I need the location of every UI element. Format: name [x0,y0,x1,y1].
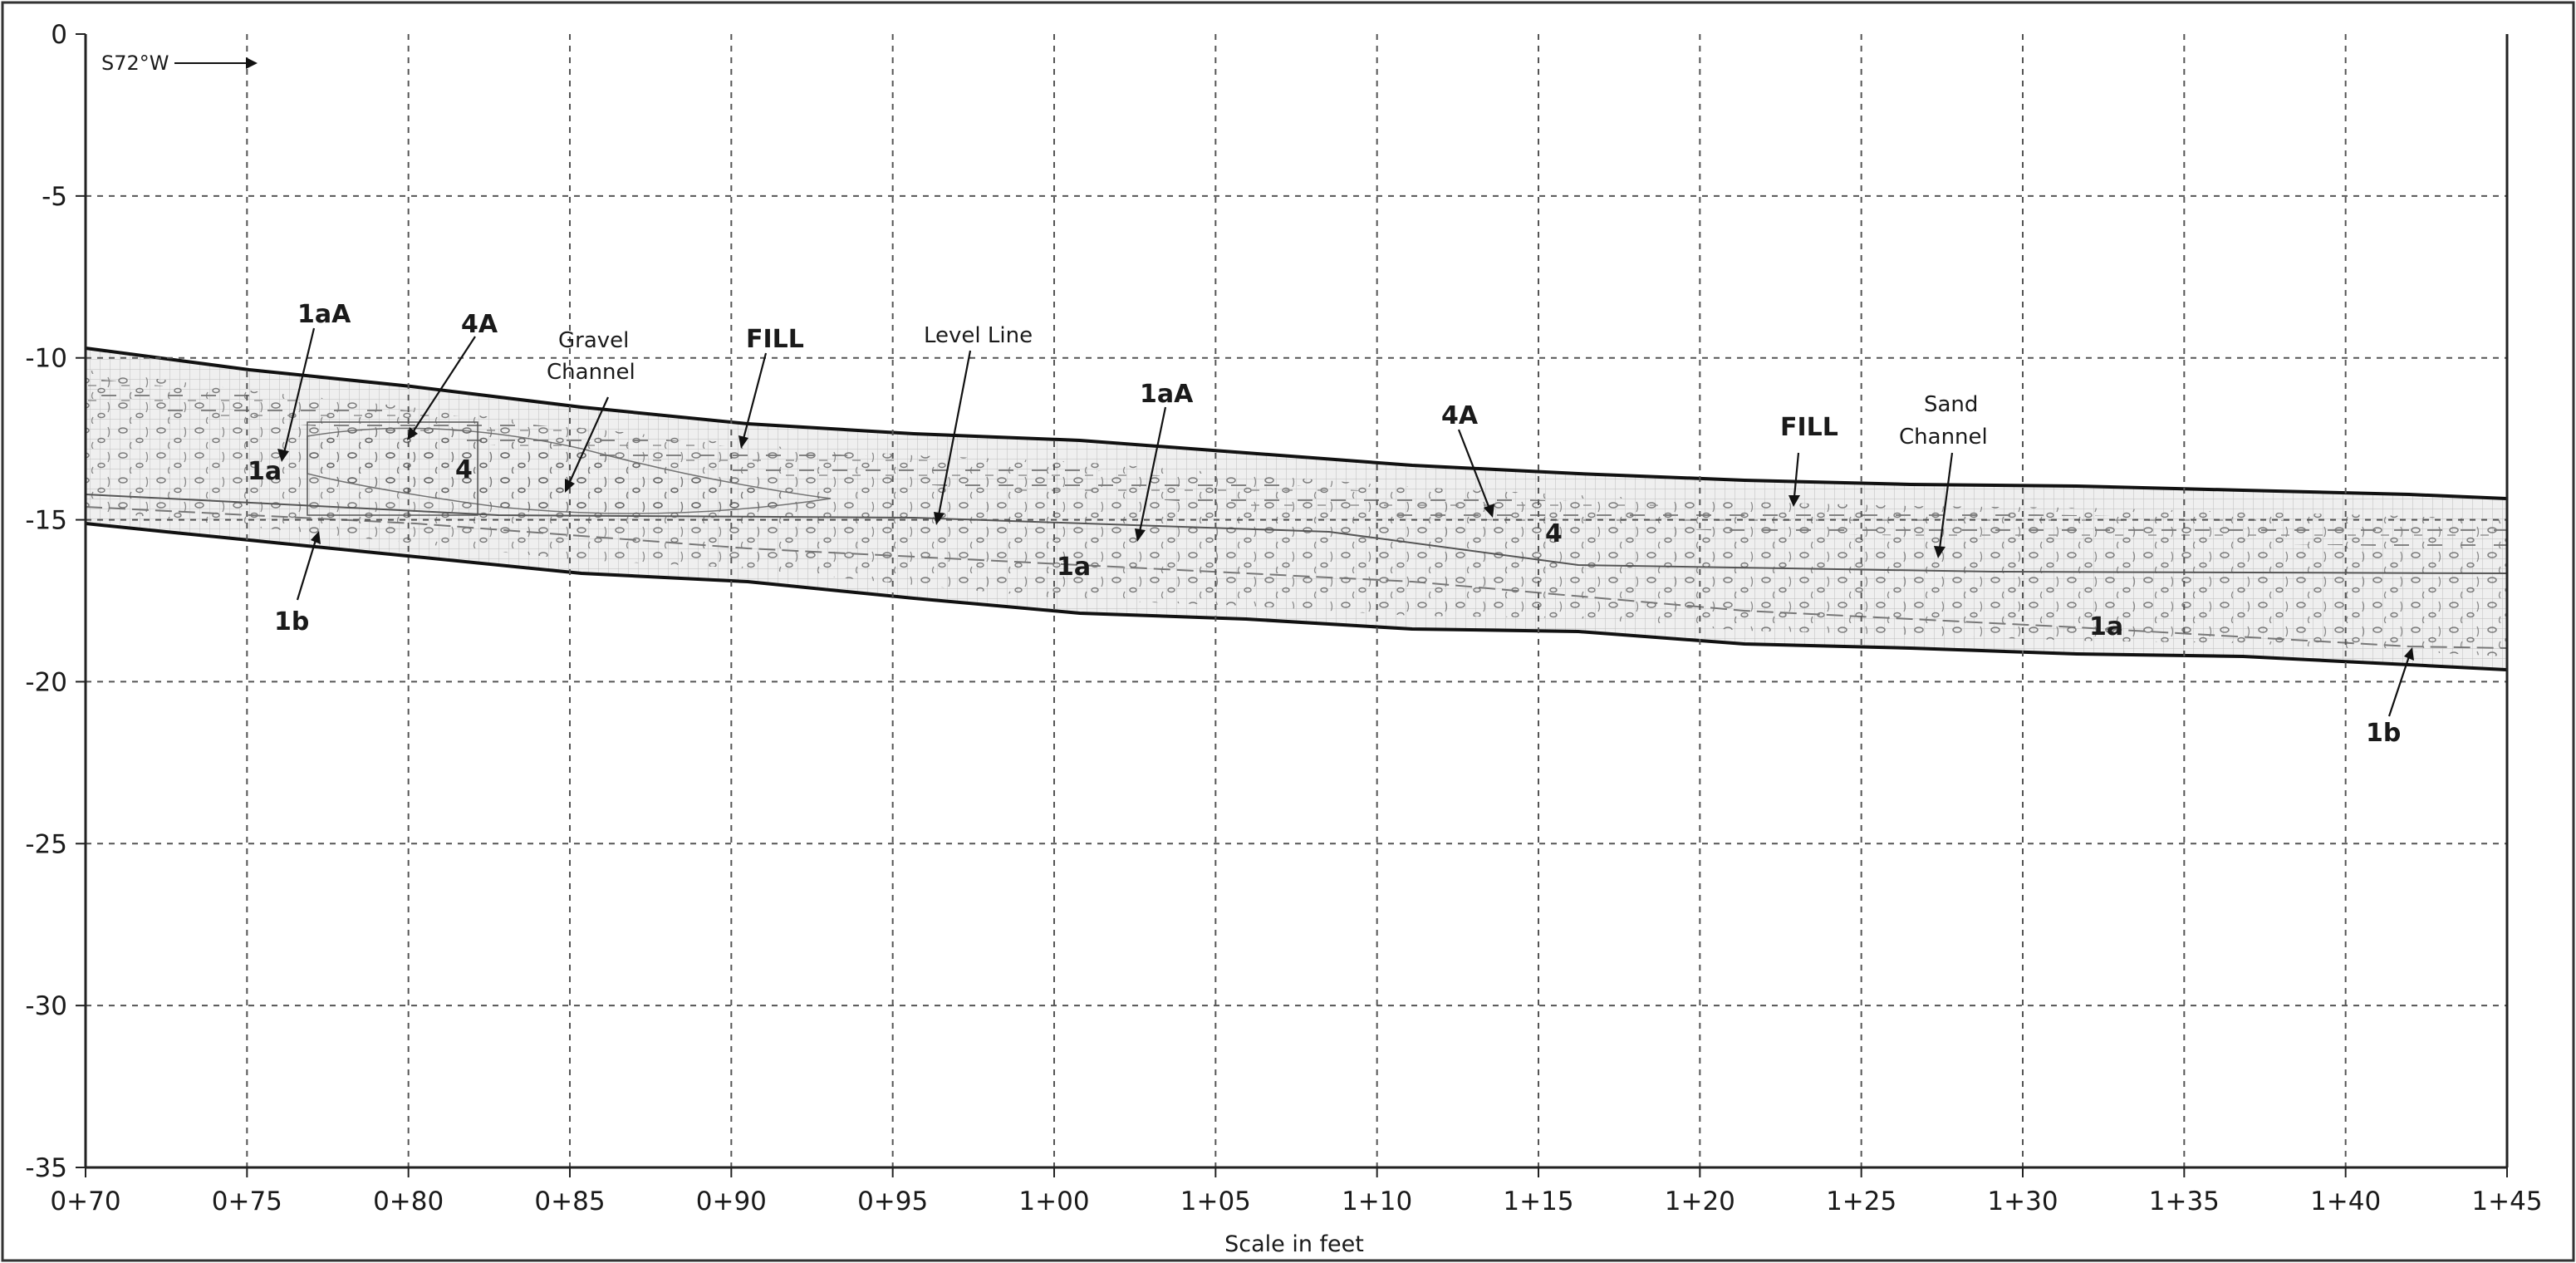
leader-fill-right [1793,452,1800,498]
label-1b-right: 1b [2366,719,2401,748]
label-4A-mid: 4A [1441,401,1479,430]
x-tick-label: 1+45 [2471,1187,2542,1216]
arrowhead-fill-left [738,435,748,449]
leader-lines [282,327,2411,717]
label-sand-channel-1: Sand [1924,392,1978,417]
upper-dashed-bands [86,378,2506,548]
x-tick-label: 1+05 [1180,1187,1251,1216]
arrowhead-gravel-channel [565,479,575,493]
label-gravel-channel-2: Channel [547,360,635,385]
leader-level-line [937,350,972,516]
y-tick-label: -15 [25,506,67,536]
y-tick-label: -10 [25,344,67,374]
y-tick-label: -25 [25,829,67,859]
arrowhead-fill-right [1788,495,1800,507]
label-1a-mid: 1a [1057,553,1091,582]
label-4-mid: 4 [1545,519,1563,548]
leader-arrowheads [277,427,2414,661]
orientation-label: S72°W [101,52,169,75]
x-tick-label: 1+10 [1342,1187,1412,1216]
x-axis-title: Scale in feet [1224,1231,1364,1257]
grid-lines [86,34,2507,1167]
x-tick-label: 1+00 [1018,1187,1089,1216]
y-tick-label: -35 [25,1153,67,1183]
x-tick-label: 0+80 [373,1187,444,1216]
leader-gravel-channel [567,396,610,484]
unit-labels: 1aA 4A Gravel Channel FILL Level Line 1a… [248,300,2401,748]
x-tick-label: 0+75 [212,1187,282,1216]
label-level-line: Level Line [924,323,1033,348]
label-4-left: 4 [455,455,473,484]
arrowhead-1b-left [311,531,321,544]
leader-1b-right [2387,656,2411,717]
deposit-texture [86,370,2506,656]
arrowhead-4A-mid [1484,504,1494,518]
y-axis-ticks: 0 -5 -10 -15 -20 -25 -30 -35 [25,20,86,1183]
leader-4A-left [412,336,476,433]
arrowhead-4A-left [407,427,418,440]
label-sand-channel-2: Channel [1899,425,1988,450]
leader-1b-left [296,539,317,601]
label-1aA-left: 1aA [297,300,351,329]
label-1a-right: 1a [2089,612,2123,641]
x-tick-label: 1+25 [1826,1187,1896,1216]
leader-4A-mid [1457,429,1491,509]
label-fill-left: FILL [746,325,804,354]
arrowhead-sand-channel [1934,546,1945,558]
unit-4-box [307,421,478,516]
x-tick-label: 1+15 [1503,1187,1573,1216]
base-line [85,522,2507,671]
y-tick-label: -30 [25,991,67,1021]
x-axis-ticks: 0+70 0+75 0+80 0+85 0+90 0+95 1+00 1+05 1+10 1+15… [50,1167,2543,1216]
arrowhead-1aA-mid [1135,528,1146,542]
arrowhead-1aA-left [277,449,289,462]
y-tick-label: -5 [42,182,67,212]
leader-fill-left [742,352,768,440]
x-tick-label: 0+90 [696,1187,767,1216]
leader-1aA-left [282,327,316,454]
x-tick-label: 0+70 [50,1187,120,1216]
x-tick-label: 1+35 [2149,1187,2220,1216]
ground-surface-line [85,346,2507,500]
arrowhead-1b-right [2404,647,2414,661]
arrowhead-level-line [934,512,945,525]
orientation-indicator: S72°W [101,52,258,75]
y-tick-label: -20 [25,667,67,697]
lower-contact-dashes [85,506,2507,649]
label-fill-right: FILL [1780,413,1838,442]
label-gravel-channel-1: Gravel [558,328,629,353]
x-tick-label: 0+85 [534,1187,605,1216]
x-tick-label: 1+30 [1987,1187,2058,1216]
label-4A-left: 4A [461,310,498,339]
leader-sand-channel [1938,452,1954,549]
label-1b-left: 1b [274,607,309,636]
x-tick-label: 1+40 [2310,1187,2381,1216]
orientation-arrow-head [246,57,258,69]
label-1aA-mid: 1aA [1140,380,1194,409]
y-tick-label: 0 [51,20,67,50]
leader-1aA-mid [1138,406,1167,533]
x-tick-label: 1+20 [1665,1187,1735,1216]
label-1a-left: 1a [248,457,282,486]
level-line [85,494,2507,574]
x-tick-label: 0+95 [857,1187,928,1216]
gravel-channel-lens [307,427,832,514]
stratigraphy-profile [85,346,2507,671]
